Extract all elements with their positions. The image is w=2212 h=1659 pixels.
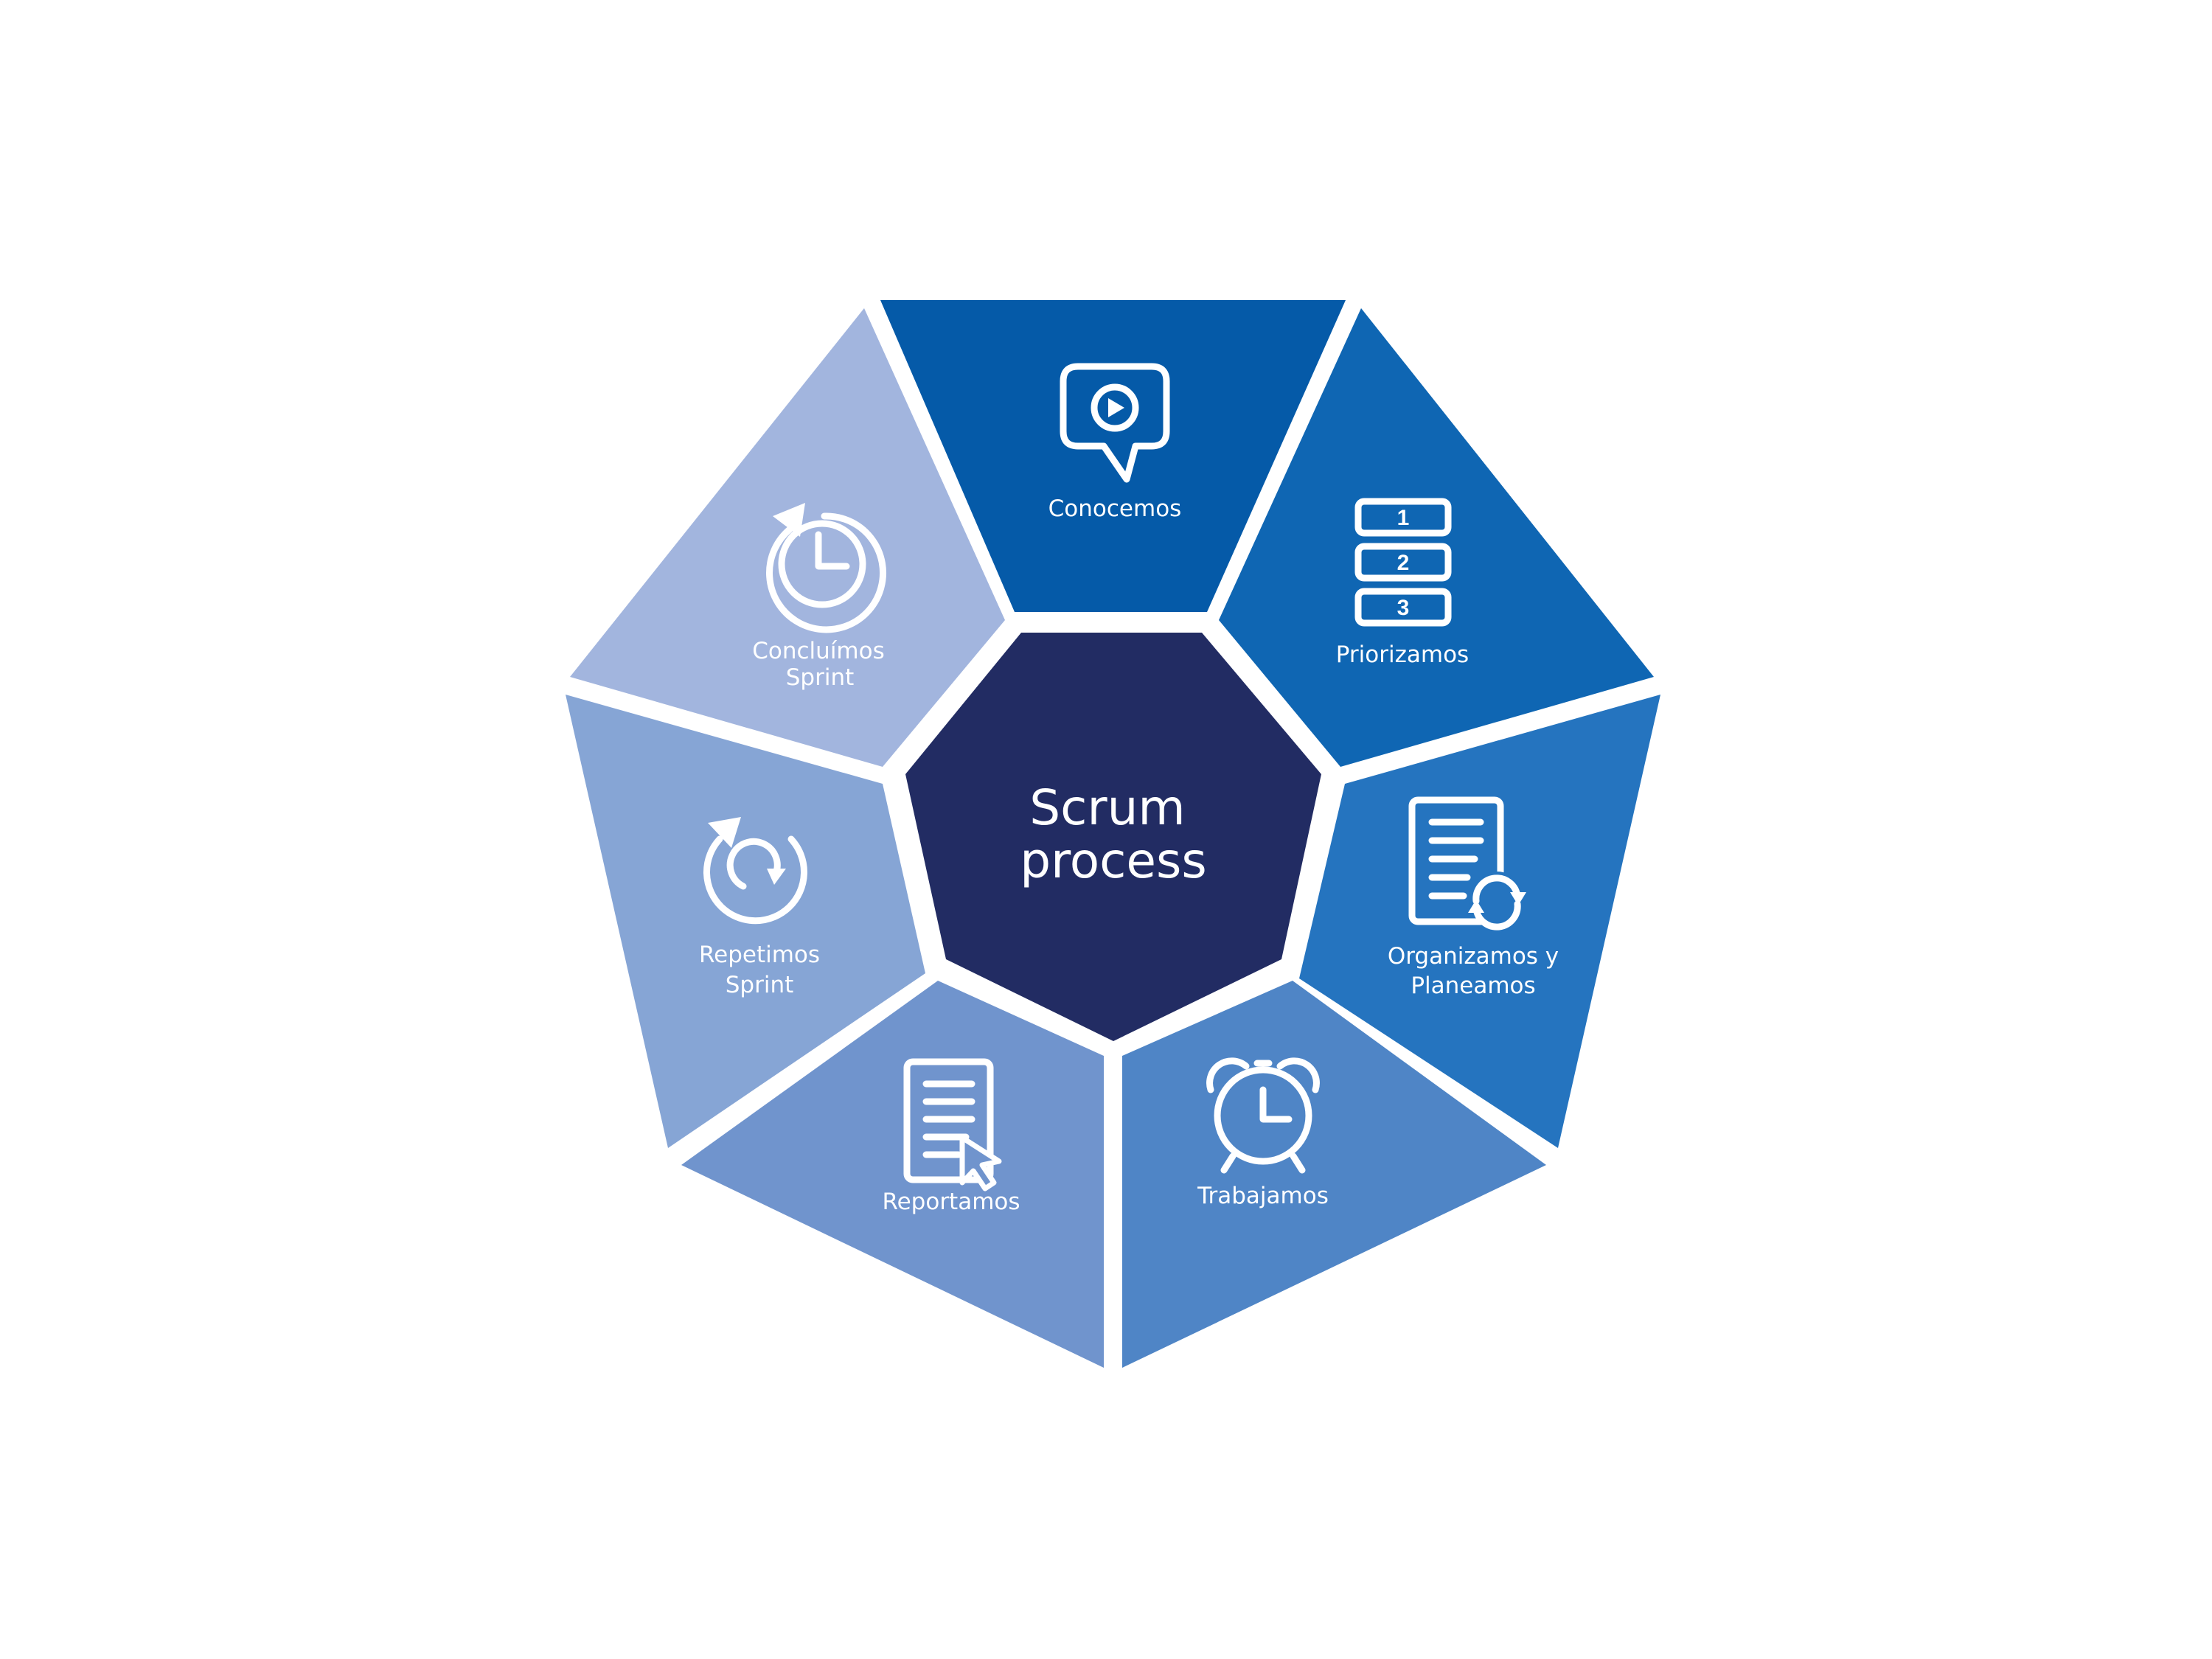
video-chat-bubble-icon [1060,363,1170,483]
center-title-line2: process [1020,832,1207,889]
list-number-1: 1 [1397,506,1410,530]
report-cursor-icon [903,1058,1002,1192]
label-organizamos-line1: Organizamos y [1388,943,1559,970]
label-concluimos-line2: Sprint [786,664,855,691]
label-priorizamos: Priorizamos [1336,641,1469,668]
repeat-cycle-icon [703,817,807,925]
center-heptagon [905,633,1321,1041]
label-reportamos: Reportamos [882,1189,1020,1215]
document-arrows-icon [1408,796,1526,931]
label-repetimos-line1: Repetimos [699,942,820,968]
list-number-3: 3 [1397,596,1410,620]
center-title-line1: Scrum [1029,779,1185,836]
label-repetimos-line2: Sprint [726,972,794,998]
label-concluimos-line1: Concluímos [752,638,885,664]
numbered-list-icon: 1 2 3 [1354,498,1452,627]
label-conocemos: Conocemos [1048,495,1182,522]
segment-trabajamos [1122,981,1546,1368]
label-organizamos-line2: Planeamos [1411,973,1535,999]
label-trabajamos: Trabajamos [1197,1183,1329,1209]
list-number-2: 2 [1397,551,1410,575]
clock-refresh-icon [766,503,887,633]
segment-priorizamos [1219,308,1654,767]
alarm-clock-icon [1206,1057,1320,1174]
segment-reportamos [681,981,1104,1368]
